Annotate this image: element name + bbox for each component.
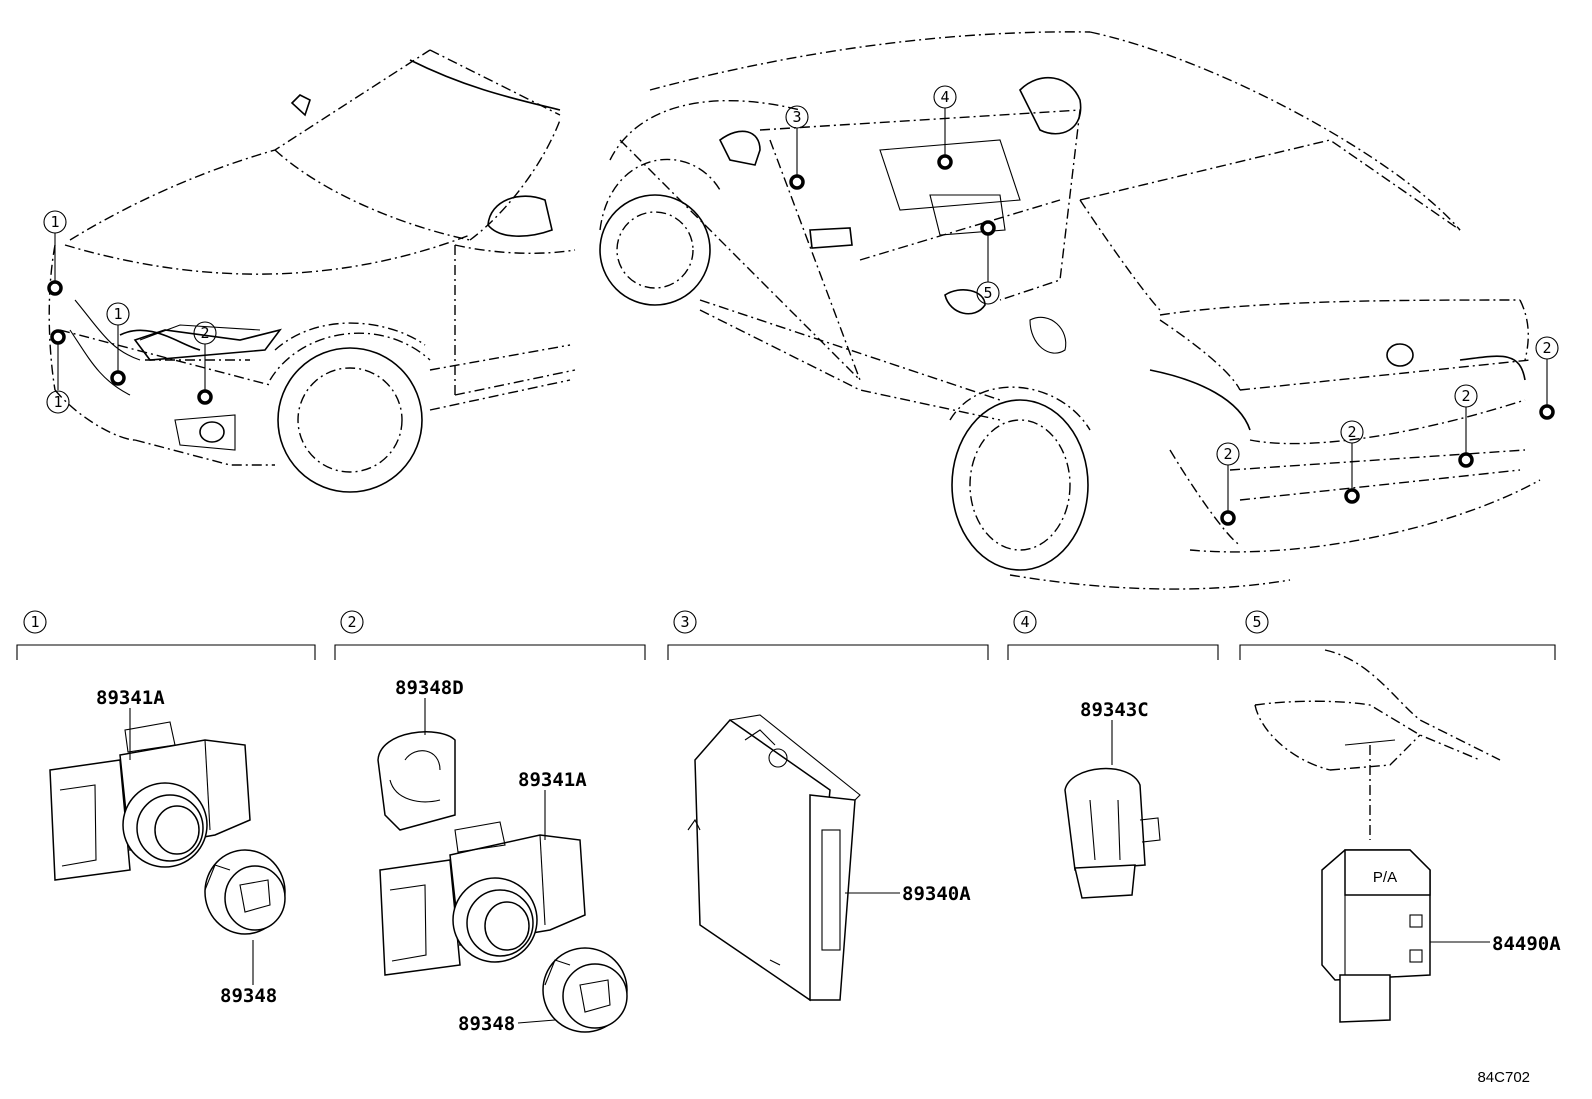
part-number-89341A: 89341A (518, 769, 587, 791)
callout-3: 3 (785, 105, 809, 129)
section-headers: 1 2 3 4 5 (16, 610, 1556, 660)
switch-84490A-drawing: P/A (1321, 849, 1431, 1023)
diagram-code: 84C702 (1477, 1069, 1530, 1086)
sensor-dot (50, 329, 66, 345)
svg-text:2: 2 (1542, 339, 1551, 357)
sensor-dot (937, 154, 953, 170)
sensor-89341A-drawing (379, 821, 586, 976)
sensor-dot (980, 220, 996, 236)
callout-4: 4 (933, 85, 957, 109)
section-1-parts: 89341A 89348 (49, 687, 286, 1007)
part-number-89348D: 89348D (395, 677, 464, 699)
front-sensor-locations (47, 233, 213, 405)
sensor-dot (1458, 452, 1474, 468)
callout-1: 1 (46, 390, 70, 414)
svg-text:1: 1 (53, 393, 62, 411)
section-3-parts: 89340A (687, 714, 971, 1002)
sensor-dot (789, 174, 805, 190)
section-5-header: 5 (1239, 610, 1556, 660)
sensor-dot (47, 280, 63, 296)
svg-text:2: 2 (200, 324, 209, 342)
part-number-89348: 89348 (220, 985, 277, 1007)
callout-1: 1 (106, 302, 130, 326)
svg-text:4: 4 (1020, 613, 1029, 631)
section-4-header: 4 (1007, 610, 1219, 660)
sensor-89343C-drawing (1064, 767, 1161, 899)
ecu-89340A-drawing (687, 714, 861, 1002)
section-5-parts: P/A 84490A (1254, 649, 1561, 1023)
svg-text:2: 2 (347, 613, 356, 631)
section-2-parts: 89348D 89341A 89348 (377, 677, 628, 1035)
svg-text:1: 1 (113, 305, 122, 323)
callout-2: 2 (193, 321, 217, 345)
bezel-89348-drawing (204, 849, 286, 935)
svg-text:1: 1 (30, 613, 39, 631)
rear-sensor-locations (789, 108, 1555, 526)
svg-text:1: 1 (50, 213, 59, 231)
svg-text:3: 3 (680, 613, 689, 631)
sensor-dot (1344, 488, 1360, 504)
svg-text:5: 5 (983, 284, 992, 302)
part-number-89348: 89348 (458, 1013, 515, 1035)
section-4-parts: 89343C (1064, 699, 1161, 899)
callout-2: 2 (1340, 420, 1364, 444)
section-2-header: 2 (334, 610, 646, 660)
callout-2: 2 (1216, 442, 1240, 466)
svg-text:2: 2 (1347, 423, 1356, 441)
sensor-dot (1220, 510, 1236, 526)
sensor-89341A-drawing (49, 721, 251, 881)
callout-5: 5 (976, 281, 1000, 305)
rear-car-illustration (599, 31, 1541, 590)
car-callouts: 1 1 1 2 3 4 5 2 2 2 2 (43, 85, 1559, 466)
front-car-illustration (48, 49, 576, 493)
part-number-84490A: 84490A (1492, 933, 1561, 955)
section-3-header: 3 (667, 610, 989, 660)
part-number-89343C: 89343C (1080, 699, 1149, 721)
sensor-dot (1539, 404, 1555, 420)
callout-2: 2 (1535, 336, 1559, 360)
callout-1: 1 (43, 210, 67, 234)
svg-text:5: 5 (1252, 613, 1261, 631)
console-panel-drawing (1254, 649, 1501, 840)
section-1-header: 1 (16, 610, 316, 660)
svg-text:4: 4 (940, 88, 949, 106)
part-number-89341A: 89341A (96, 687, 165, 709)
retainer-89348D-drawing (377, 731, 456, 831)
part-number-89340A: 89340A (902, 883, 971, 905)
svg-text:2: 2 (1223, 445, 1232, 463)
sensor-dot (197, 389, 213, 405)
switch-button-label: P/A (1373, 869, 1397, 886)
sensor-dot (110, 370, 126, 386)
bezel-89348-drawing (542, 947, 628, 1033)
svg-text:3: 3 (792, 108, 801, 126)
svg-text:2: 2 (1461, 387, 1470, 405)
callout-2: 2 (1454, 384, 1478, 408)
